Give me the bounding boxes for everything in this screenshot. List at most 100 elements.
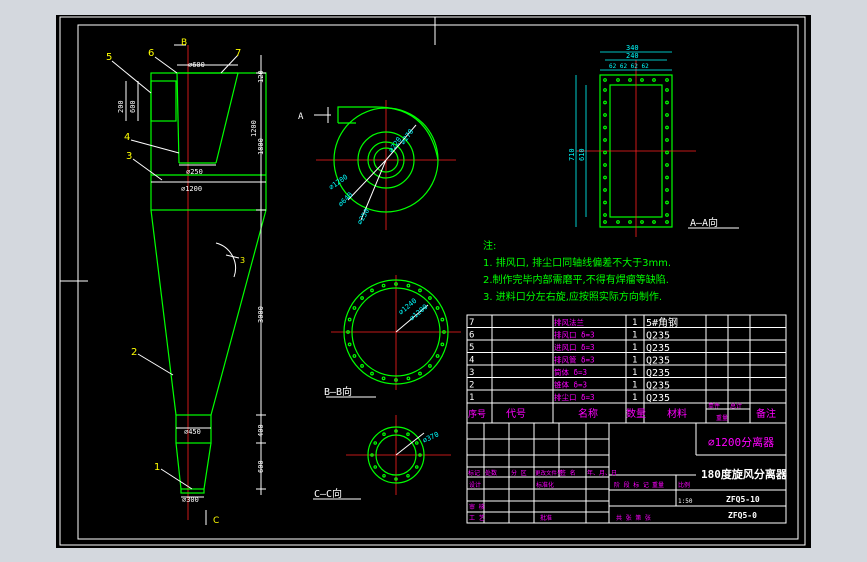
dim-d1200: ⌀1200 bbox=[181, 185, 202, 193]
bolt-hole bbox=[603, 150, 607, 155]
aa-view-label: A—A向 bbox=[690, 216, 718, 229]
bom-row-qty: 1 bbox=[632, 343, 637, 353]
bom-row-no: 6 bbox=[469, 331, 474, 341]
bom-row-material: Q235 bbox=[646, 331, 670, 342]
bolt-hole bbox=[381, 283, 386, 288]
bolt-hole bbox=[382, 432, 386, 437]
bom-row-name: 排尘口 δ=3 bbox=[554, 392, 595, 402]
bolt-hole bbox=[603, 220, 607, 224]
balloon-7: 7 bbox=[235, 48, 241, 59]
note-2: 2.制作完毕内部需磨平,不得有焊瘤等缺陷. bbox=[483, 273, 669, 286]
bolt-hole bbox=[665, 213, 669, 217]
bolt-hole bbox=[442, 330, 446, 334]
bolt-hole bbox=[603, 138, 607, 142]
bolt-hole bbox=[665, 200, 669, 205]
top-view-label-a: A bbox=[298, 112, 304, 122]
aa-dim-240: 240 bbox=[626, 52, 639, 60]
aa-dim-610: 610 bbox=[578, 148, 586, 161]
bom-row-qty: 1 bbox=[632, 356, 637, 366]
bom-row-no: 4 bbox=[469, 356, 474, 366]
bolt-hole bbox=[414, 441, 419, 445]
section-mark-c: C bbox=[213, 516, 219, 526]
bolt-hole bbox=[603, 163, 607, 167]
bom-row-no: 1 bbox=[469, 393, 474, 403]
tb-stage: 阶 段 标 记 bbox=[614, 481, 649, 489]
bolt-hole bbox=[428, 364, 432, 368]
bolt-hole bbox=[603, 188, 607, 192]
top-dim-3: ⌀270 bbox=[399, 128, 415, 146]
bolt-hole bbox=[652, 78, 656, 82]
tb-design: 设计 bbox=[469, 481, 481, 489]
dim-d600: ⌀600 bbox=[188, 61, 205, 69]
bolt-hole bbox=[603, 213, 607, 217]
note-1: 1. 排风口, 排尘口同轴线偏差不大于3mm. bbox=[483, 256, 671, 269]
bom-row-no: 5 bbox=[469, 343, 474, 353]
bolt-hole bbox=[418, 288, 422, 293]
front-view: B C ⌀600 ⌀250 ⌀1200 ⌀450 ⌀300 120 200 60… bbox=[106, 38, 267, 526]
bom-row-material: Q235 bbox=[646, 343, 670, 354]
bom-row-name: 排风口 δ=3 bbox=[554, 330, 595, 340]
dim-d250: ⌀250 bbox=[186, 168, 203, 176]
bolt-hole bbox=[628, 220, 632, 224]
inner-frame bbox=[77, 24, 799, 540]
bolt-hole bbox=[665, 125, 669, 130]
bolt-hole bbox=[640, 78, 644, 82]
bolt-hole bbox=[406, 283, 411, 288]
tb-standardize: 标准化 bbox=[536, 481, 554, 489]
bom-row-qty: 1 bbox=[632, 381, 637, 391]
bolt-hole bbox=[640, 220, 644, 224]
cc-dim-0: ⌀370 bbox=[421, 430, 440, 444]
bolt-hole bbox=[360, 296, 364, 300]
cc-view: ⌀370 C—C向 bbox=[313, 415, 451, 500]
bom-hdr-weight: 重量 bbox=[716, 414, 728, 422]
bolt-hole bbox=[628, 78, 632, 82]
dim-h600b: 600 bbox=[257, 460, 265, 473]
bolt-hole bbox=[347, 317, 352, 322]
bolt-hole bbox=[373, 465, 378, 469]
bolt-hole bbox=[665, 163, 669, 167]
bolt-hole bbox=[394, 429, 398, 433]
bolt-hole bbox=[665, 88, 669, 92]
aa-dim-row: 62 62 62 62 bbox=[609, 63, 649, 70]
bom-row-name: 筒体 δ=3 bbox=[554, 367, 587, 377]
bolt-hole bbox=[406, 376, 411, 381]
bolt-hole bbox=[382, 473, 386, 478]
dim-h200: 200 bbox=[117, 100, 125, 113]
cad-viewport[interactable]: B C ⌀600 ⌀250 ⌀1200 ⌀450 ⌀300 120 200 60… bbox=[56, 15, 811, 548]
bom-row-material: Q235 bbox=[646, 393, 670, 404]
bolt-hole bbox=[346, 330, 350, 334]
bolt-hole bbox=[381, 376, 386, 381]
bb-view-label: B—B向 bbox=[324, 385, 352, 398]
section-mark-b: B bbox=[181, 38, 187, 48]
tb-mark-0: 标记 bbox=[468, 469, 480, 477]
balloon-4: 4 bbox=[124, 132, 130, 143]
bolt-hole bbox=[435, 354, 440, 358]
dim-h400: 400 bbox=[257, 424, 265, 437]
bom-hdr-material: 材料 bbox=[667, 407, 687, 420]
top-dim-0: ⌀1200 bbox=[328, 173, 350, 192]
bom-hdr-name: 名称 bbox=[578, 407, 598, 420]
bom-row-name: 进风口 δ=3 bbox=[554, 343, 595, 352]
bolt-hole bbox=[665, 78, 669, 82]
bolt-hole bbox=[394, 477, 398, 481]
bom-row-material: Q235 bbox=[646, 368, 670, 379]
tb-process: 工 艺 bbox=[469, 514, 485, 522]
tb-part-name: ⌀1200分离器 bbox=[708, 435, 774, 449]
bolt-hole bbox=[440, 342, 445, 347]
bolt-hole bbox=[414, 465, 419, 469]
bom-row-no: 3 bbox=[469, 368, 474, 378]
bolt-hole bbox=[603, 125, 607, 130]
bom-row-qty: 1 bbox=[632, 331, 637, 341]
bolt-hole bbox=[616, 220, 620, 224]
bolt-hole bbox=[394, 282, 398, 286]
bolt-hole bbox=[418, 453, 422, 457]
balloon-5: 5 bbox=[106, 52, 112, 63]
aa-dim-710: 710 bbox=[568, 148, 576, 161]
balloon-2: 2 bbox=[131, 347, 137, 358]
notes-heading: 注: bbox=[483, 239, 496, 252]
dim-d300: ⌀300 bbox=[182, 496, 199, 504]
bolt-hole bbox=[394, 378, 398, 382]
bom-row-material: Q235 bbox=[646, 381, 670, 392]
cc-view-label: C—C向 bbox=[314, 487, 342, 500]
